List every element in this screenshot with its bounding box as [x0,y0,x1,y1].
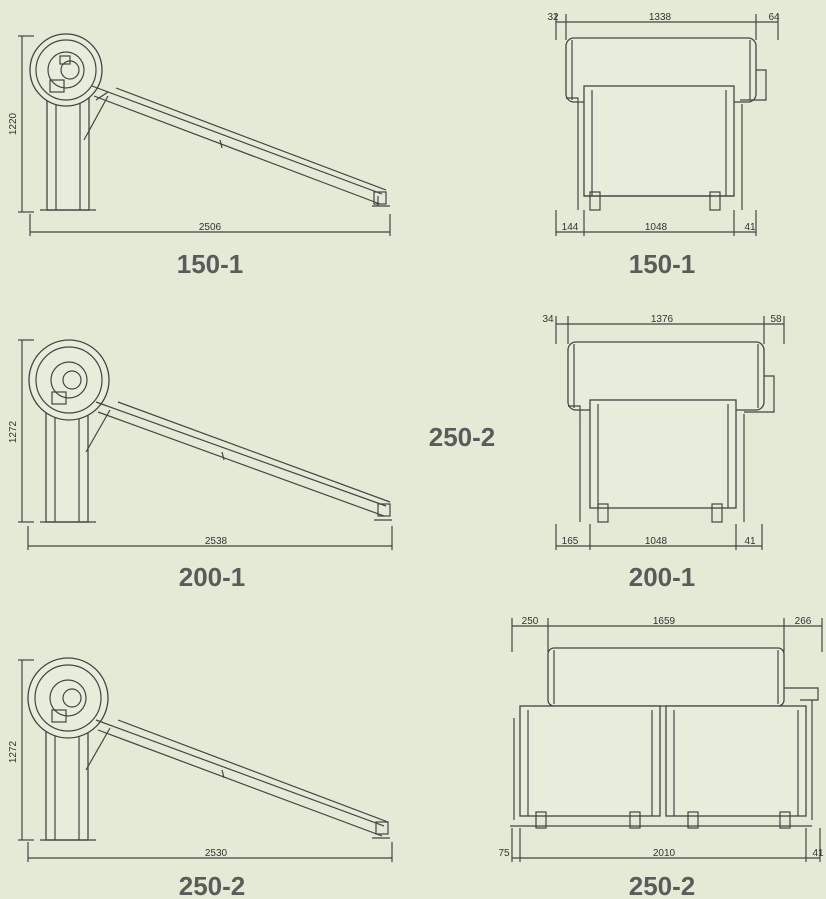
front-dim-bottom-right: 41 [744,536,756,547]
side-view-2: 1272 2538 200-1 [8,339,393,592]
side-view-height: 1272 [8,420,19,443]
side-view-length: 2530 [205,848,228,859]
side-view-height: 1272 [8,740,19,763]
front-view-1: 32 1338 64 144 1048 41 150-1 [547,12,780,279]
front-view-caption: 250-2 [629,871,696,899]
front-dim-bottom-left: 75 [498,848,510,859]
front-view-2: 34 1376 58 165 1048 41 200-1 [542,314,785,592]
side-view-height: 1220 [8,112,19,135]
side-view-caption: 150-1 [177,249,244,279]
front-dim-bottom-right: 41 [812,848,824,859]
front-dim-top-right: 266 [795,616,812,627]
front-dim-top-mid: 1659 [653,616,676,627]
front-dim-top-mid: 1376 [651,314,674,325]
side-view-length: 2538 [205,536,228,547]
front-dim-bottom-mid: 2010 [653,848,676,859]
side-view-length: 2506 [199,222,222,233]
front-dim-bottom-right: 41 [744,222,756,233]
front-dim-top-mid: 1338 [649,12,672,23]
front-dim-top-left: 32 [547,12,559,23]
front-dim-top-right: 64 [768,12,780,23]
front-dim-bottom-mid: 1048 [645,536,668,547]
front-dim-bottom-mid: 1048 [645,222,668,233]
front-dim-top-right: 58 [770,314,782,325]
side-view-3: 1272 2530 250-2 [8,657,393,899]
front-view-caption: 150-1 [629,249,696,279]
side-view-caption: 250-2 [179,871,246,899]
front-dim-top-left: 250 [522,616,539,627]
front-dim-top-left: 34 [542,314,554,325]
side-view-caption: 200-1 [179,562,246,592]
front-dim-bottom-left: 144 [562,222,579,233]
front-dim-bottom-left: 165 [562,536,579,547]
side-view-1: 1220 2506 150-1 [8,33,391,279]
front-view-3: 250 1659 266 75 2010 41 250-2 [498,616,824,899]
front-view-caption: 200-1 [629,562,696,592]
middle-model-label: 250-2 [429,422,496,452]
